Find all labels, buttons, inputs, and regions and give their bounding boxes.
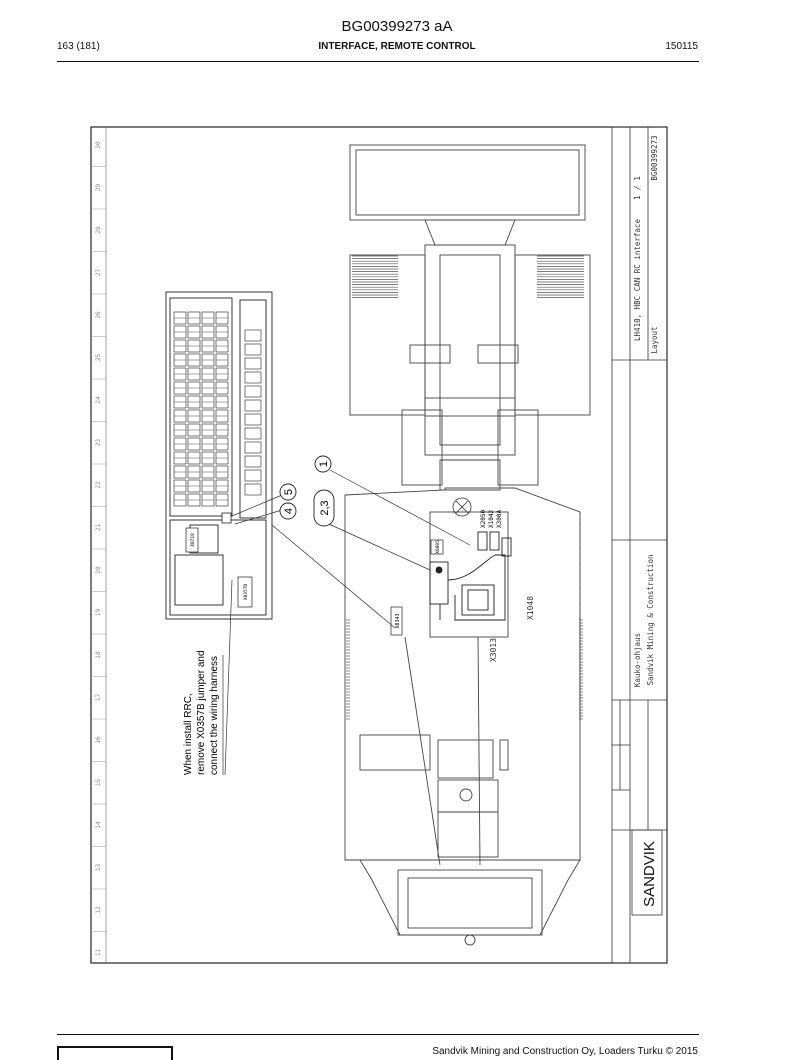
footer-company: Sandvik Mining and Construction Oy, Load… [432, 1046, 698, 1057]
label-x3013: X3013 [489, 638, 498, 662]
callout-1-label: 1 [318, 461, 330, 467]
column-number: 22 [95, 481, 102, 489]
column-number: 16 [95, 736, 102, 744]
relay [244, 441, 262, 454]
loader-outline [344, 144, 591, 946]
relay [244, 413, 262, 426]
callout-2-3 [313, 489, 335, 527]
header-rule [57, 61, 699, 62]
column-number: 29 [95, 184, 102, 192]
x0805-box [430, 539, 444, 555]
connector-stack-label: X300A [496, 510, 503, 528]
label-x0357b: X0357B [243, 584, 249, 601]
revision-date: 150115 [665, 41, 698, 52]
callout-4 [279, 502, 297, 520]
drawing-title: LH410, HBC CAN RC interface [633, 219, 642, 341]
relay-strip [244, 329, 262, 496]
company-finnish: Kauko-ohjaus [633, 633, 642, 687]
sheet-count: 1 / 1 [633, 176, 642, 200]
column-numbers: 30 29 28 27 26 25 24 23 22 21 20 19 18 17 16 15 14 13 12 11 [91, 141, 106, 956]
callout-5 [279, 483, 297, 501]
interface-components [429, 531, 512, 621]
relay [244, 329, 262, 342]
jumper [221, 512, 232, 524]
callout-2-3-label: 2,3 [319, 500, 331, 515]
label-x0718: X0718 [190, 533, 196, 547]
company-english: Sandvik Mining & Construction [646, 555, 655, 686]
relay [244, 399, 262, 412]
column-number: 17 [95, 694, 102, 702]
label-x0343: X0343 [395, 613, 401, 628]
note-line-2: remove X0357B jumper and [196, 650, 207, 775]
note-line-3: connect the wiring harness [209, 656, 220, 775]
section-title: INTERFACE, REMOTE CONTROL [318, 41, 476, 52]
column-number: 21 [95, 524, 102, 532]
relay [244, 343, 262, 356]
column-number: 11 [95, 949, 102, 957]
relay [244, 469, 262, 482]
column-number: 14 [95, 821, 102, 829]
callout-5-label: 5 [283, 489, 295, 495]
connector-stack-label: X1042 [488, 510, 495, 528]
column-number: 30 [95, 141, 102, 149]
callout-1 [314, 455, 332, 473]
x0343-box [390, 606, 403, 636]
articulation-sensor [452, 497, 472, 517]
note-line-1: When install RRC, [183, 693, 194, 775]
fuse-rows [173, 311, 229, 507]
connector-stack-label: X2050 [480, 510, 487, 528]
relay [244, 455, 262, 468]
x0718-box [185, 527, 199, 553]
drawing-subtitle: Layout [650, 326, 659, 353]
relay [244, 483, 262, 496]
relay [244, 371, 262, 384]
column-number: 20 [95, 566, 102, 574]
footer-rule [57, 1034, 699, 1035]
title-block [611, 126, 668, 964]
column-number: 12 [95, 906, 102, 914]
relay [244, 385, 262, 398]
sandvik-footer-logo [57, 1046, 173, 1060]
callout-4-label: 4 [283, 508, 295, 514]
column-number: 18 [95, 651, 102, 659]
label-x1048: X1048 [526, 596, 535, 620]
label-x0805: X0805 [435, 540, 441, 554]
column-number: 27 [95, 269, 102, 277]
relay [244, 427, 262, 440]
brand-logo: SANDVIK [641, 841, 658, 907]
column-number: 23 [95, 439, 102, 447]
leader-lines [224, 469, 471, 776]
column-number: 26 [95, 311, 102, 319]
page-number: 163 (181) [57, 41, 100, 52]
drawing-number: BG00399273 [650, 135, 659, 180]
tyre-tread [346, 255, 584, 720]
x0357b-box [237, 576, 253, 608]
document-id: BG00399273 aA [341, 18, 453, 35]
column-number: 28 [95, 226, 102, 234]
relay [244, 357, 262, 370]
column-number: 15 [95, 779, 102, 787]
column-number: 25 [95, 354, 102, 362]
column-number: 24 [95, 396, 102, 404]
column-number: 19 [95, 609, 102, 617]
column-number: 13 [95, 864, 102, 872]
